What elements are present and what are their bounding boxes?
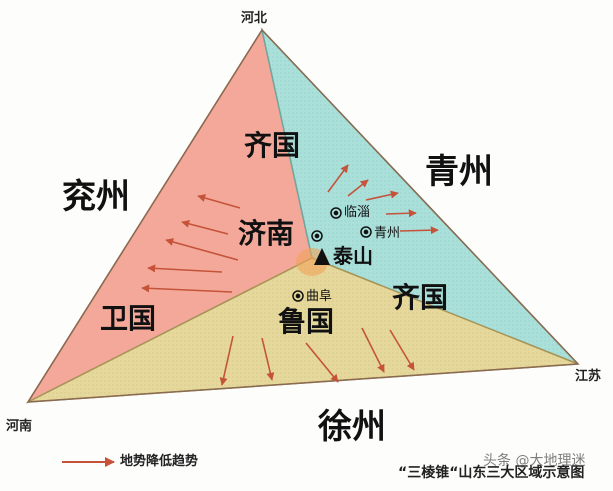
region-label-qingzhou: 青州: [425, 152, 493, 192]
city-markers: [292, 207, 372, 302]
mountain-icon: [314, 248, 330, 265]
arrows-northeast: [327, 164, 439, 235]
arrows-south: [219, 327, 415, 386]
legend-label: 地势降低趋势: [120, 454, 199, 469]
corner-label-top: 河北: [241, 11, 268, 26]
region-label-xuzhou: 徐州: [318, 407, 386, 447]
place-label-taishan: 泰山: [333, 244, 373, 268]
place-label-qufu: 曲阜: [306, 289, 333, 304]
region-label-jinan: 济南: [238, 217, 295, 250]
region-label-weiguo: 卫国: [100, 302, 157, 335]
region-label-luguo: 鲁国: [278, 305, 335, 338]
corner-label-right: 江苏: [575, 369, 602, 384]
region-label-qiguo-east: 齐国: [392, 281, 449, 314]
corner-label-left: 河南: [6, 419, 33, 434]
caption: “三棱锥“山东三大区域示意图: [398, 465, 585, 481]
watermark: 头条 @大地理迷: [483, 453, 586, 469]
region-label-yanzhou: 兖州: [62, 177, 130, 217]
region-label-qiguo-north: 齐国: [244, 129, 301, 162]
place-label-linzi: 临淄: [344, 205, 371, 220]
place-label-qingzhou-city: 青州: [374, 226, 401, 241]
arrows-west: [141, 194, 241, 293]
